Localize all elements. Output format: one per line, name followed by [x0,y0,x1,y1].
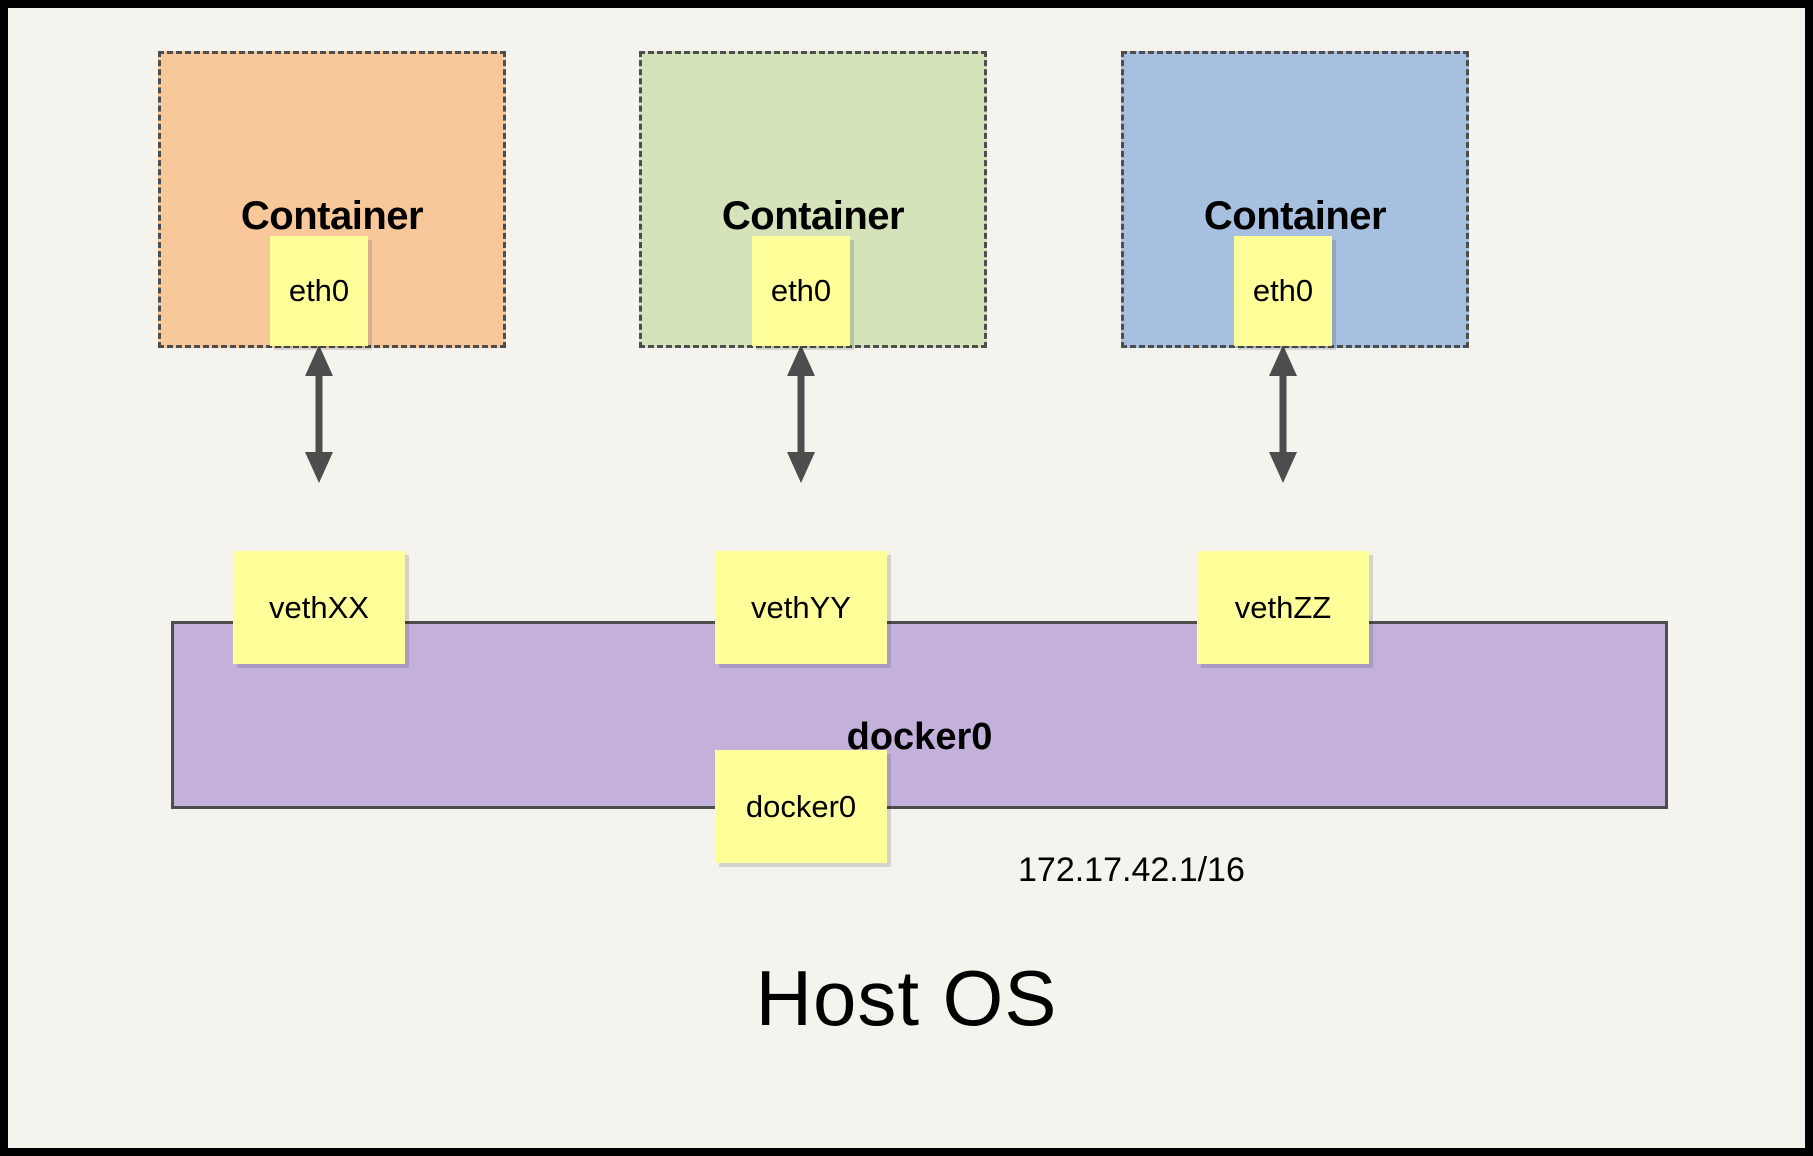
container-eth0-label-1: eth0 [288,273,350,308]
docker0-bridge-bar: docker0 [171,621,1668,809]
container-eth0-note-2: eth0 [752,236,850,346]
container-eth0-note-1: eth0 [270,236,368,346]
docker0-bridge-label: docker0 [846,716,993,758]
container-title-3: Container [1203,194,1387,238]
veth-label-3: vethZZ [1234,589,1332,625]
arrow-eth0-vethyy [787,345,815,483]
docker0-ip-address: 172.17.42.1/16 [1018,851,1245,889]
veth-label-2: vethYY [751,589,851,625]
veth-note-1: vethXX [233,551,405,664]
diagram-page: Container eth0 Container eth0 Container … [8,8,1805,1148]
veth-note-2: vethYY [715,551,887,664]
container-title-1: Container [240,194,424,238]
container-eth0-label-2: eth0 [770,273,832,308]
veth-label-1: vethXX [269,589,369,625]
arrow-eth0-vethzz [1269,345,1297,483]
container-title-2: Container [721,194,905,238]
docker0-interface-note: docker0 [715,750,887,863]
docker0-interface-label: docker0 [745,788,857,824]
container-eth0-note-3: eth0 [1234,236,1332,346]
container-eth0-label-3: eth0 [1252,273,1314,308]
veth-note-3: vethZZ [1197,551,1369,664]
host-os-title: Host OS [755,954,1058,1042]
arrow-eth0-vethxx [305,345,333,483]
